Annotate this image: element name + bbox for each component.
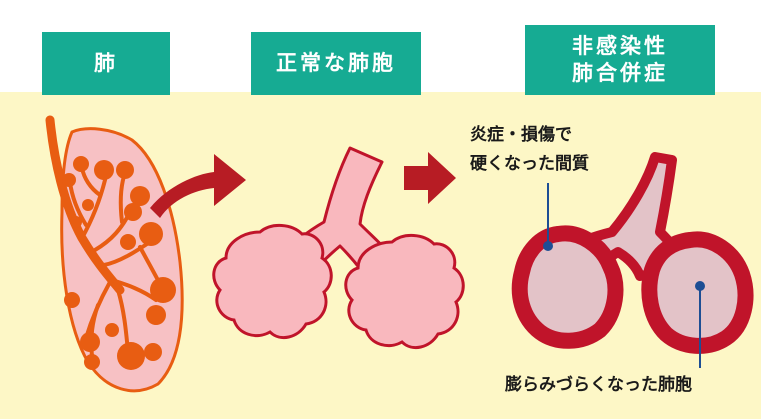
pointer-dot-icon — [543, 241, 553, 251]
normal-alveolus-right — [344, 234, 465, 350]
pointer-alveoli — [695, 281, 705, 368]
pointer-interstitium — [543, 183, 553, 251]
label-stiff-alveoli: 膨らみづらくなった肺胞 — [505, 375, 692, 395]
inflamed-alveolus-right — [641, 231, 754, 354]
header-lung: 肺 — [42, 32, 170, 95]
inflamed-alveolus-left — [511, 225, 624, 349]
normal-alveolus-left — [212, 224, 333, 340]
lung-alveoli-clusters — [62, 156, 176, 370]
lung-illustration — [45, 115, 184, 393]
pointer-dot-icon — [695, 281, 705, 291]
curved-arrow-icon — [150, 154, 246, 218]
header-complication: 非感染性 肺合併症 — [525, 25, 715, 95]
label-stiffened-interstitium: 炎症・損傷で 硬くなった間質 — [470, 125, 589, 174]
right-arrow-icon — [404, 152, 456, 204]
header-normal-alveoli: 正常な肺胞 — [251, 32, 421, 95]
normal-alveoli-illustration — [212, 146, 465, 350]
complication-alveoli-illustration — [511, 152, 754, 354]
trachea — [45, 115, 125, 295]
